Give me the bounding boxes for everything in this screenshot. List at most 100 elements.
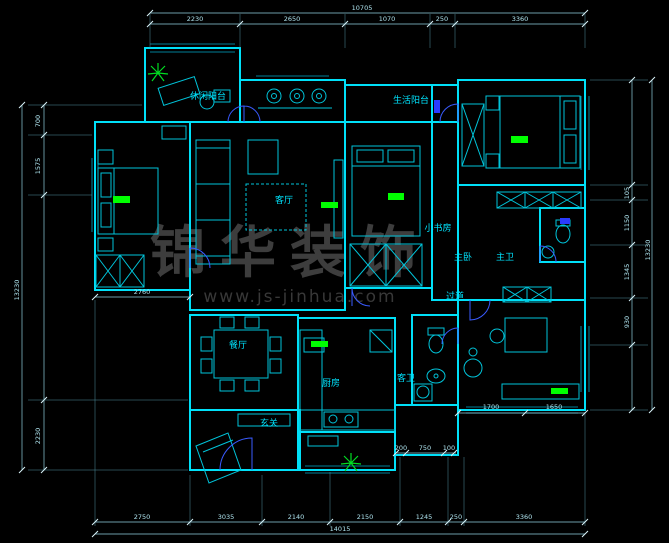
- dim-bottom-1: 2750: [134, 513, 151, 521]
- wardrobe-left: [95, 254, 145, 288]
- entry-steps: [195, 432, 242, 484]
- balcony-stand: [213, 89, 231, 103]
- master-bath-walls: [539, 207, 586, 263]
- dim-right-3: 1345: [623, 264, 631, 281]
- ticks: [91, 293, 194, 301]
- bed-tr: [499, 95, 581, 169]
- room-label-master-bedroom: 主卧: [454, 251, 472, 263]
- room-label-kitchen: 厨房: [322, 377, 340, 389]
- dim-interior-1: 2760: [134, 288, 151, 296]
- highlight-block: [321, 202, 338, 208]
- balcony-door: [227, 105, 261, 123]
- corridor-door: [439, 103, 459, 123]
- bedroom-br-door: [469, 299, 491, 321]
- bed-center: [351, 145, 421, 237]
- room-label-life-balcony: 生活阳台: [393, 94, 429, 106]
- extension-lines-right: [590, 79, 648, 411]
- entry-walls: [189, 409, 301, 471]
- nightstand: [485, 153, 500, 169]
- dining-walls: [189, 314, 299, 411]
- dresser: [161, 125, 187, 140]
- stove: [323, 411, 359, 428]
- dim-top-total: 10705: [352, 4, 373, 12]
- corridor-walls: [431, 84, 459, 301]
- dim-left-total: 13230: [13, 280, 21, 301]
- nightstand: [97, 237, 114, 252]
- furniture: [95, 75, 582, 484]
- wardrobe-center: [349, 243, 423, 287]
- green-highlights: [113, 63, 568, 472]
- room-label-master-bath: 主卫: [496, 251, 514, 263]
- ticks: [454, 409, 589, 417]
- kitchen-counter: [299, 409, 396, 431]
- ticks: [91, 518, 589, 526]
- dim-left-1: 700: [34, 115, 42, 127]
- plant-icon: [340, 453, 362, 472]
- highlight-block: [511, 136, 528, 143]
- room-label-guest-bath: 客卫: [397, 372, 415, 384]
- dim-right-4: 930: [623, 316, 631, 328]
- extension-lines-left: [28, 104, 188, 471]
- ticks: [91, 530, 589, 538]
- toilet: [427, 327, 445, 354]
- dim-top-3: 1070: [379, 15, 396, 23]
- balcony-tl-walls: [144, 47, 241, 123]
- ticks: [40, 101, 48, 474]
- watermark-title: 锦华装饰: [150, 221, 430, 286]
- ticks: [628, 76, 636, 414]
- balcony-b-walls: [297, 431, 396, 471]
- wardrobe-tr: [461, 103, 485, 167]
- bath-fixture: [560, 218, 570, 224]
- ticks: [146, 9, 589, 17]
- highlight-block: [113, 196, 130, 203]
- bedroom-center-door: [351, 287, 371, 307]
- dim-top-5: 3360: [512, 15, 529, 23]
- dim-top-1: 2230: [187, 15, 204, 23]
- dim-bottom-6: 250: [450, 513, 462, 521]
- master-bath-door: [539, 245, 557, 263]
- desk: [504, 317, 548, 353]
- window-balcony-b: [305, 465, 390, 474]
- coffee-table: [247, 139, 279, 175]
- bedroom-left-door: [189, 247, 211, 269]
- sofa: [195, 139, 231, 265]
- dim-left-3: 2230: [34, 428, 42, 445]
- closet-br: [502, 286, 552, 303]
- guest-bath-door: [441, 327, 459, 345]
- dim-bottom-5: 1245: [416, 513, 433, 521]
- highlight-block: [388, 193, 404, 200]
- dim-right-total: 13230: [644, 240, 652, 261]
- washing-machine: [413, 383, 433, 402]
- extension-lines-top: [149, 14, 586, 48]
- fridge: [369, 329, 393, 353]
- nightstand: [97, 149, 114, 165]
- entry-door: [219, 437, 253, 471]
- watermark-url: www.js-jinhua.com: [203, 287, 396, 307]
- dimensions: 10705 2230 2650 1070 250 3360 2750 3035 …: [13, 4, 656, 538]
- dining-table: [213, 329, 269, 379]
- ticks: [18, 101, 26, 474]
- kitchen-walls: [297, 317, 396, 433]
- shoe-cabinet: [237, 413, 291, 427]
- dim-bottom-total: 14015: [330, 525, 351, 533]
- cabinet-br: [501, 383, 580, 400]
- lounge-chair: [157, 75, 201, 107]
- ticks: [146, 20, 589, 28]
- watermark: 锦华装饰 www.js-jinhua.com: [150, 221, 430, 307]
- dim-left-2: 1575: [34, 158, 42, 175]
- stool: [468, 347, 478, 357]
- dim-right-1: 105: [623, 187, 631, 199]
- room-label-hallway: 过道: [446, 290, 464, 302]
- ticks: [392, 449, 458, 457]
- basin: [541, 245, 555, 259]
- tv-cabinet: [333, 159, 344, 239]
- dim-top-4: 250: [436, 15, 448, 23]
- window-tr: [580, 96, 590, 170]
- dim-interior-5: 750: [419, 444, 431, 452]
- closet-row: [496, 191, 582, 209]
- nightstand: [485, 95, 500, 111]
- round-table: [463, 358, 483, 378]
- highlight-block: [311, 341, 328, 347]
- dim-bottom-2: 3035: [218, 513, 235, 521]
